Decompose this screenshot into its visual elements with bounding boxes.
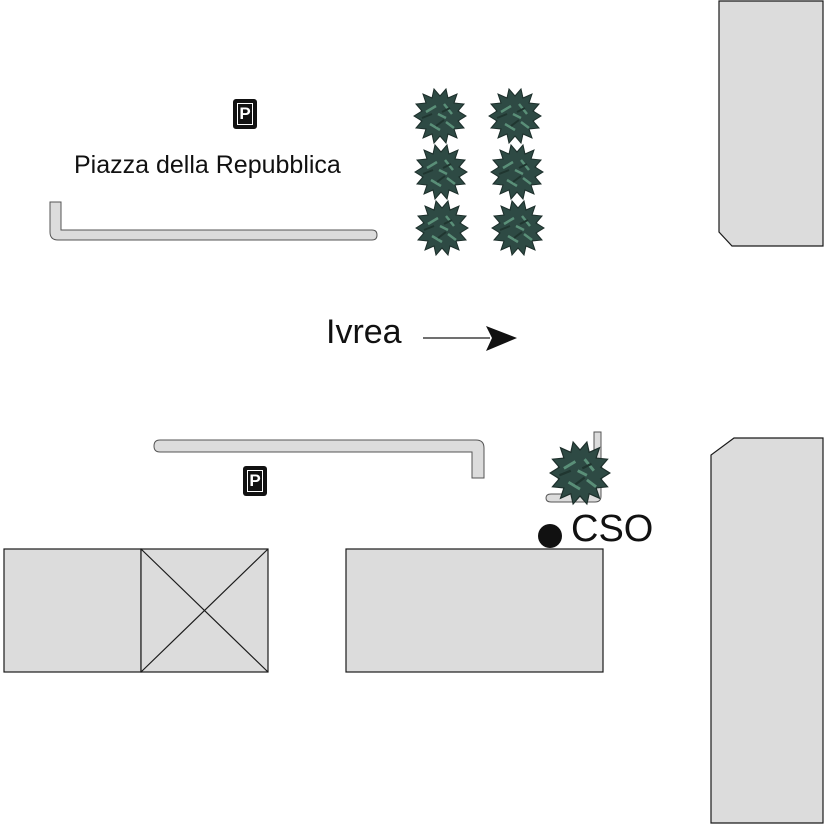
tree-icon bbox=[487, 87, 543, 145]
arrow-icon bbox=[423, 326, 517, 351]
square-label: Piazza della Repubblica bbox=[74, 151, 341, 179]
parking-symbol: P bbox=[247, 470, 263, 492]
parking-icon: P bbox=[243, 466, 267, 496]
building-demolished bbox=[140, 548, 269, 673]
building-bottom-left bbox=[3, 548, 142, 673]
building-right-bottom bbox=[710, 437, 824, 824]
parking-symbol: P bbox=[237, 103, 253, 125]
curb-upper bbox=[49, 201, 378, 241]
tree-icon bbox=[413, 143, 469, 201]
marker-label: CSO bbox=[571, 508, 654, 550]
tree-icon bbox=[414, 199, 470, 257]
building-right-top bbox=[718, 0, 824, 247]
parking-icon: P bbox=[233, 99, 257, 129]
tree-icon bbox=[490, 199, 546, 257]
tree-grid bbox=[412, 87, 546, 257]
direction-label: Ivrea bbox=[326, 313, 402, 351]
tree-icon bbox=[489, 143, 545, 201]
tree-icon bbox=[412, 87, 468, 145]
curb-lower bbox=[153, 439, 485, 479]
location-dot-icon bbox=[538, 524, 562, 548]
building-bottom-center bbox=[345, 548, 604, 673]
